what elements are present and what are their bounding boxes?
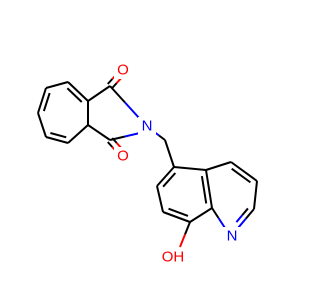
- bond-q8-q7-double: [168, 207, 189, 217]
- bond-c7-c8-double: [50, 132, 67, 139]
- bond-q4-q3: [230, 161, 258, 182]
- bond-c1-o1-2-a: [107, 78, 114, 85]
- bond-c3a-c4: [67, 81, 89, 102]
- imide-nitrogen-label: N: [142, 118, 153, 135]
- bond-c8-c7a: [67, 124, 89, 144]
- bond-c3a-c1: [87, 85, 111, 102]
- bond-c7-c8: [45, 136, 69, 144]
- hydroxyl-group-label: OH: [162, 249, 185, 266]
- quinoline-nitrogen-label: N: [227, 228, 238, 245]
- bond-q8-oh-a: [184, 221, 191, 235]
- bond-q5-q4a: [173, 166, 207, 171]
- bond-q4-q3-double: [231, 167, 251, 184]
- bond-layer: [37, 73, 258, 248]
- bond-c2-o2-1-a: [107, 141, 114, 148]
- bond-c1-o1-1-a: [111, 82, 118, 89]
- bond-c2-o2-2-a: [111, 137, 118, 144]
- bond-q8a-q8: [189, 207, 213, 223]
- bond-n-q8a-b: [211, 207, 220, 219]
- carbonyl-oxygen-bottom-label: O: [117, 148, 129, 165]
- bond-c7a-c2: [87, 124, 111, 141]
- bond-c4-c5: [45, 81, 69, 89]
- bond-q4a-q8a-double: [200, 175, 208, 204]
- molecule-structure: O O N N OH: [37, 61, 258, 266]
- bond-c2-n-b: [124, 132, 141, 138]
- bond-c6-c7: [37, 112, 47, 138]
- bond-q6-q5: [156, 166, 175, 187]
- bond-q8-q7: [162, 211, 191, 223]
- bond-q4a-q4: [205, 161, 232, 171]
- carbonyl-oxygen-top-label: O: [117, 62, 129, 79]
- bond-q8-oh-b: [179, 234, 186, 248]
- bond-q2-n-double-a: [241, 207, 249, 216]
- bond-c1-n-b: [124, 101, 141, 120]
- bond-q2-n-double-b: [235, 214, 243, 223]
- bond-n-ch2-b: [158, 134, 166, 141]
- bond-n-q8a-a: [217, 217, 226, 229]
- bond-c1-n-a: [109, 85, 126, 104]
- bond-c5-c6: [37, 87, 47, 114]
- bond-q2-n-b: [237, 217, 247, 229]
- bond-q3-q2: [253, 180, 258, 210]
- bond-c3a-c4-double: [66, 87, 83, 103]
- bond-q7-q6: [156, 185, 164, 213]
- bond-q4a-q8a: [205, 169, 213, 209]
- bond-q6-q5-double: [162, 172, 177, 188]
- bond-ch2-q5: [164, 139, 175, 168]
- bond-q2-n-a: [245, 208, 255, 220]
- bond-c5-c6-double: [42, 92, 51, 112]
